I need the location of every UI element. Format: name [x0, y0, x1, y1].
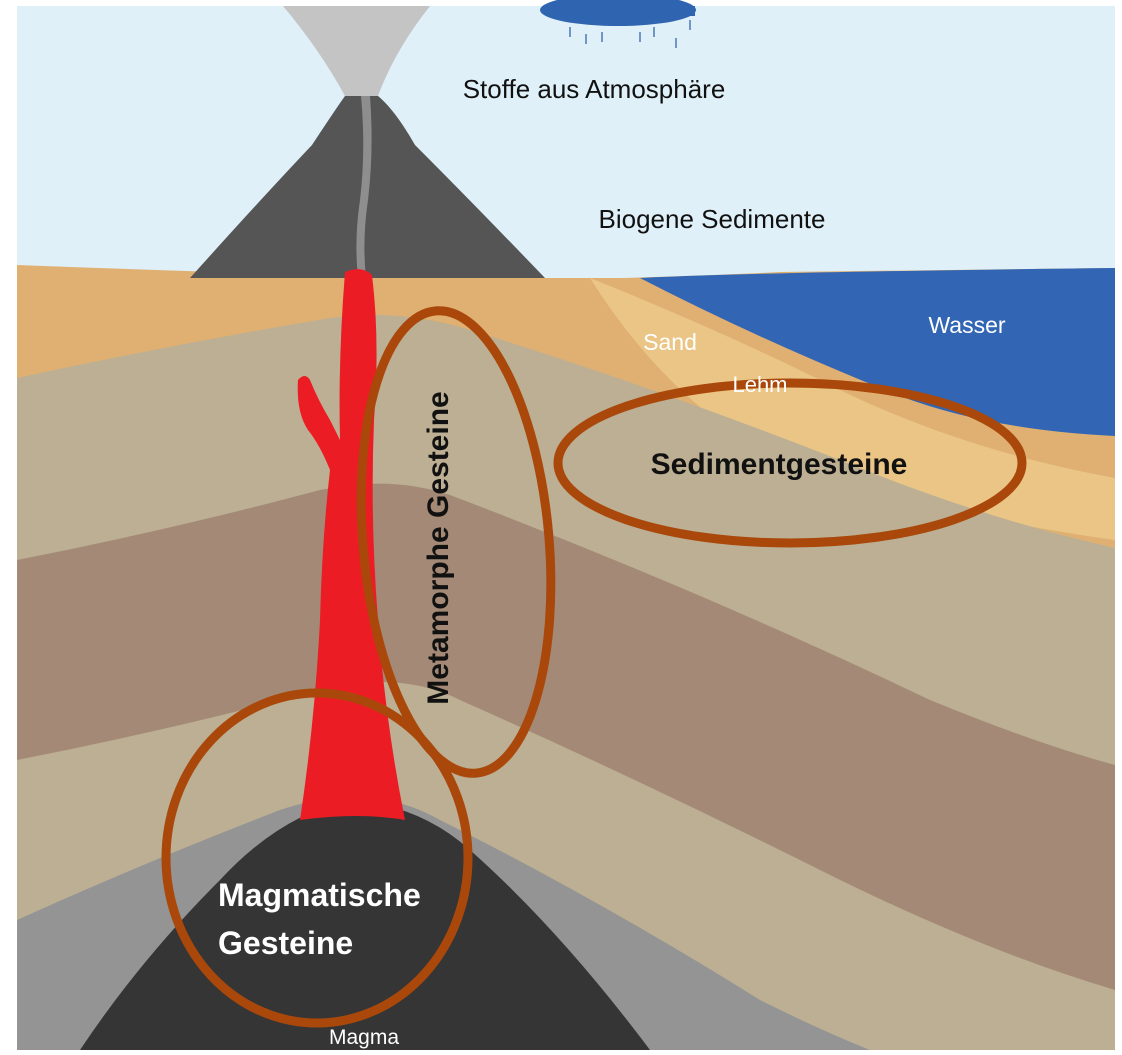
label-igneous-rocks-line1: Magmatische [218, 877, 421, 913]
label-igneous-rocks-line2: Gesteine [218, 925, 353, 961]
label-magma: Magma [329, 1026, 399, 1049]
label-metamorphic-rocks: Metamorphe Gesteine [422, 391, 455, 704]
label-sedimentary-rocks: Sedimentgesteine [651, 448, 908, 481]
label-water: Wasser [928, 312, 1005, 338]
label-biogenic-sediments: Biogene Sedimente [599, 204, 826, 234]
label-clay: Lehm [732, 372, 787, 397]
label-sand: Sand [643, 329, 697, 355]
label-atmosphere: Stoffe aus Atmosphäre [463, 74, 726, 104]
